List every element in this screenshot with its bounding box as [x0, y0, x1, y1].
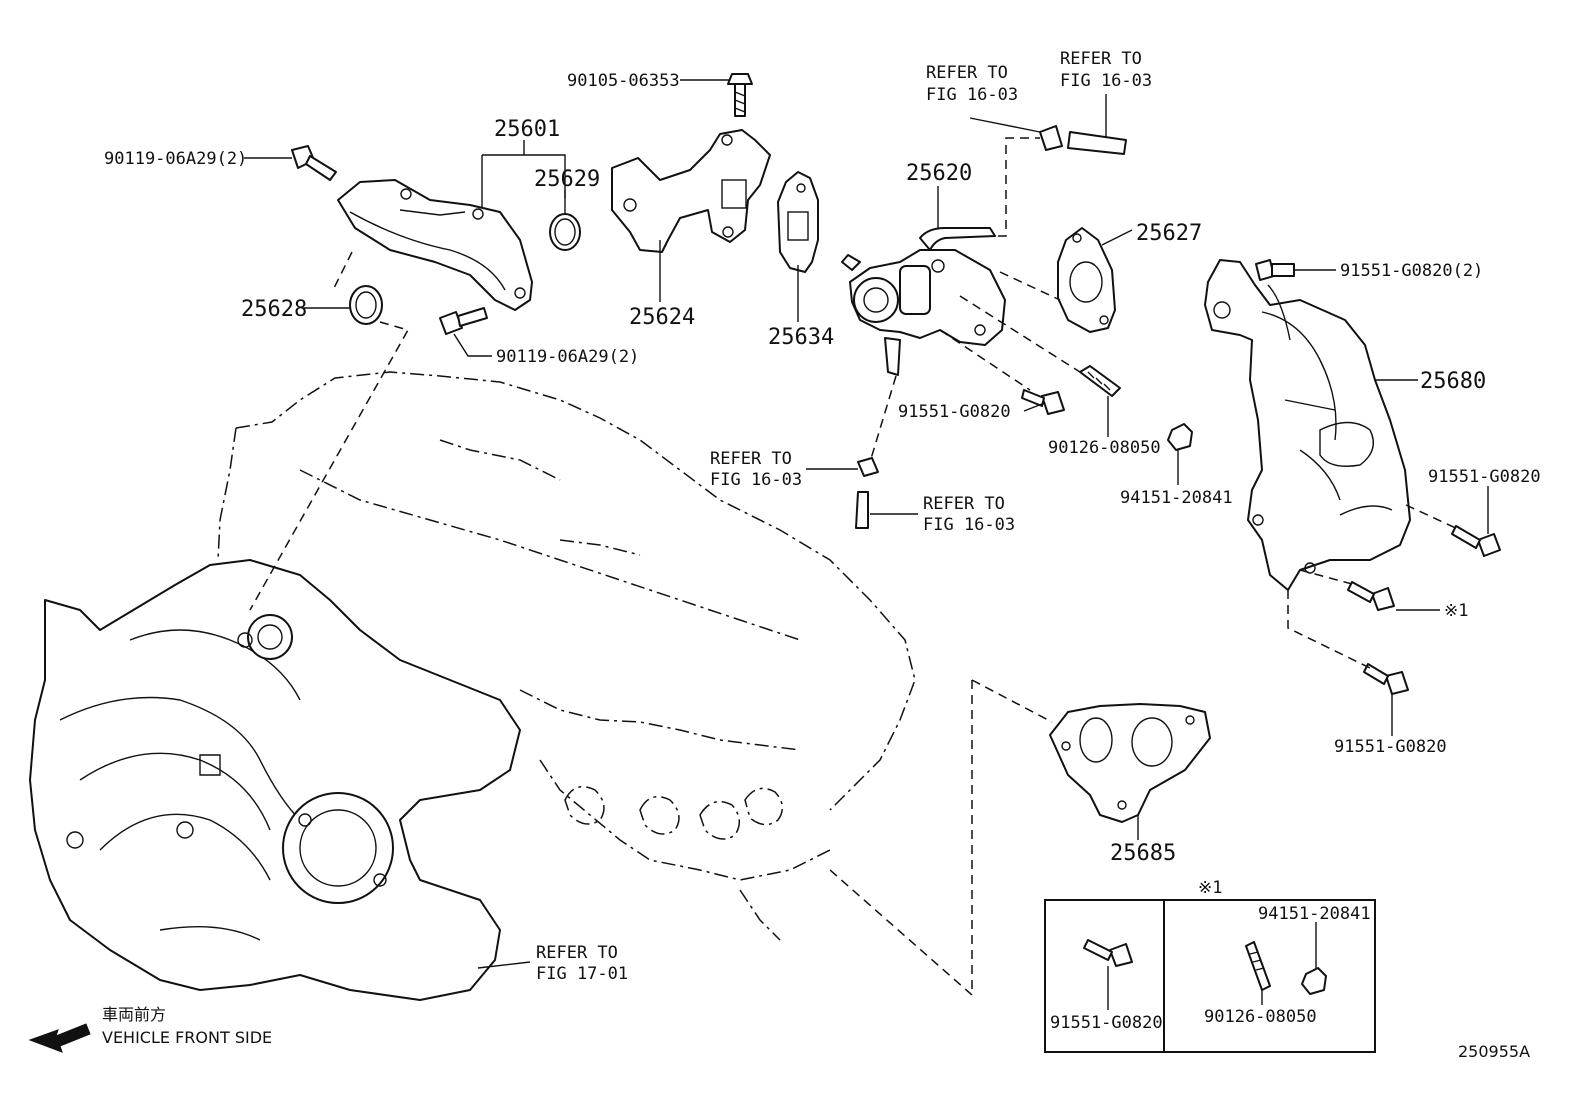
bolt-91551-g0820-c — [1363, 663, 1409, 695]
egr-pipe-25624 — [611, 129, 771, 253]
engine-outline — [217, 371, 916, 941]
gasket-25629 — [549, 213, 581, 251]
label-25627: 25627 — [1136, 221, 1202, 246]
clip-fig-16-03-top — [1039, 125, 1127, 155]
clip-fig-16-03-mid — [855, 457, 879, 529]
inset-box: ※1 91551-G0820 94151-20841 90126-08050 — [1044, 878, 1376, 1053]
bolt-91551-g0820-b — [1451, 525, 1501, 557]
nut-94151-20841 — [1167, 423, 1193, 451]
egr-valve-25620 — [841, 227, 1006, 376]
label-91551-g0820-b: 91551-G0820 — [1428, 467, 1541, 487]
label-91551-g0820-2: 91551-G0820(2) — [1340, 261, 1483, 281]
label-91551-g0820-c: 91551-G0820 — [1334, 737, 1447, 757]
label-25685: 25685 — [1110, 841, 1176, 866]
inset-right-top-label: 94151-20841 — [1258, 904, 1371, 924]
refer-top-left-line1: REFER TO — [926, 63, 1008, 83]
direction-english: VEHICLE FRONT SIDE — [102, 1028, 272, 1047]
egr-cooler-25680 — [1204, 259, 1411, 591]
diagram-id: 250955A — [1458, 1042, 1530, 1061]
gasket-25685 — [1049, 703, 1211, 823]
label-25620: 25620 — [906, 161, 972, 186]
label-25634: 25634 — [768, 325, 834, 350]
label-90119-06a29-mid: 90119-06A29(2) — [496, 347, 639, 367]
refer-mid-left-line2: FIG 16-03 — [710, 470, 802, 490]
inset-title: ※1 — [1198, 878, 1222, 898]
label-94151-20841: 94151-20841 — [1120, 488, 1233, 508]
refer-mid-right-line1: REFER TO — [923, 494, 1005, 514]
direction-japanese: 車両前方 — [102, 1005, 166, 1024]
refer-bottom-line1: REFER TO — [536, 943, 618, 963]
label-90126-08050: 90126-08050 — [1048, 438, 1161, 458]
refer-top-left-line2: FIG 16-03 — [926, 85, 1018, 105]
label-90119-06a29-top: 90119-06A29(2) — [104, 149, 247, 169]
bolt-note1 — [1347, 581, 1395, 611]
refer-top-right-line1: REFER TO — [1060, 49, 1142, 69]
leader-lines — [244, 79, 1489, 969]
assembly-lines — [249, 137, 1461, 997]
label-25629: 25629 — [534, 167, 600, 192]
vehicle-front-indicator: 車両前方 VEHICLE FRONT SIDE — [28, 1005, 272, 1053]
label-91551-g0820-a: 91551-G0820 — [898, 402, 1011, 422]
label-25680: 25680 — [1420, 369, 1486, 394]
label-25628: 25628 — [241, 297, 307, 322]
stud-90126-08050 — [1079, 365, 1121, 397]
front-arrow-icon — [28, 1023, 91, 1053]
bolt-90119-mid — [439, 307, 488, 335]
refer-bottom-line2: FIG 17-01 — [536, 964, 628, 984]
label-25601: 25601 — [494, 117, 560, 142]
bolt-91551-g0820-2 — [1255, 259, 1295, 281]
gasket-25634 — [777, 171, 819, 273]
bolt-90119-top — [291, 145, 337, 181]
inset-right-bottom-label: 90126-08050 — [1204, 1007, 1317, 1027]
refer-top-right-line2: FIG 16-03 — [1060, 71, 1152, 91]
inset-left-label: 91551-G0820 — [1050, 1013, 1163, 1033]
label-note1-ref: ※1 — [1444, 601, 1468, 621]
refer-mid-right-line2: FIG 16-03 — [923, 515, 1015, 535]
intake-manifold — [29, 559, 521, 1001]
label-25624: 25624 — [629, 305, 695, 330]
bolt-91551-g0820-a — [1021, 389, 1065, 415]
gasket-25628 — [349, 285, 383, 325]
egr-pipe-25601 — [337, 179, 533, 311]
gasket-25627 — [1057, 227, 1116, 333]
bolt-90105-06353 — [727, 73, 753, 117]
refer-mid-left-line1: REFER TO — [710, 449, 792, 469]
label-90105-06353: 90105-06353 — [567, 71, 680, 91]
